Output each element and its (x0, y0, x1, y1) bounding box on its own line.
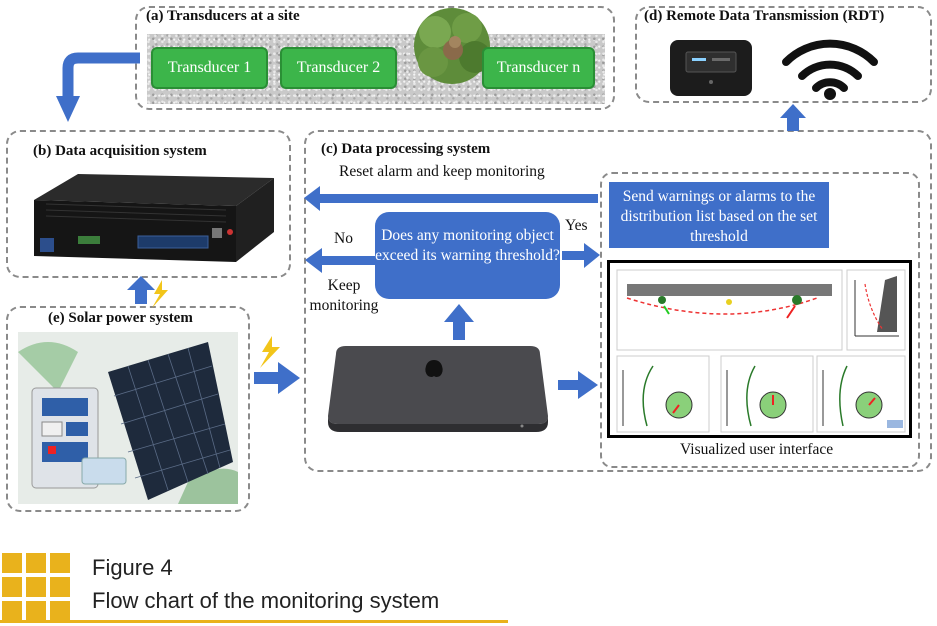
transducer-2: Transducer 2 (280, 47, 397, 89)
compass-icon (616, 355, 710, 433)
arrow-computer-to-ui (558, 371, 598, 399)
flow-arrows (56, 52, 806, 399)
caption-underline (0, 620, 508, 623)
section-b-title: (b) Data acquisition system (33, 143, 207, 159)
arrow-yes-right (562, 243, 600, 268)
threshold-question-text: Does any monitoring object exceed its wa… (375, 227, 560, 264)
visualized-ui-panel (607, 260, 912, 438)
section-e-solar (6, 306, 250, 512)
daq-device-icon (34, 174, 274, 262)
reset-alarm-label: Reset alarm and keep monitoring (339, 163, 545, 180)
section-c-title: (c) Data processing system (321, 141, 491, 157)
arrow-a-to-b (56, 52, 140, 122)
send-warnings-box: Send warnings or alarms to the distribut… (609, 182, 829, 248)
no-label: No (334, 230, 353, 247)
threshold-question: Does any monitoring object exceed its wa… (375, 212, 560, 299)
section-a-title: (a) Transducers at a site (146, 8, 300, 24)
arrow-solar-to-processing (254, 362, 300, 394)
transducer-n: Transducer n (482, 47, 595, 89)
figure-caption: Flow chart of the monitoring system (92, 588, 440, 613)
arrow-no-left (305, 248, 375, 273)
lightning-icon-2 (260, 336, 280, 368)
wifi-icon (782, 39, 878, 100)
arrow-to-rdt (780, 104, 806, 131)
arrow-reset-left (304, 186, 598, 211)
transducer-1: Transducer 1 (151, 47, 268, 89)
section-d-rdt (635, 6, 932, 103)
yes-label: Yes (565, 217, 588, 234)
section-d-title: (d) Remote Data Transmission (RDT) (644, 8, 885, 24)
section-e-title: (e) Solar power system (48, 310, 193, 326)
lightning-icon (152, 280, 168, 308)
router-icon (670, 40, 752, 96)
figure-logo-grid (2, 553, 70, 621)
keep-monitoring-label: Keep monitoring (309, 277, 379, 314)
arrow-solar-to-daq (127, 276, 155, 304)
computer-icon (328, 346, 548, 432)
send-warnings-text: Send warnings or alarms to the distribut… (620, 188, 818, 245)
section-c-processing (304, 130, 932, 472)
arrow-computer-up (444, 304, 474, 340)
alarm-ui-region (600, 172, 920, 468)
tree-icon (414, 8, 491, 84)
solar-panel-icon (18, 332, 238, 504)
figure-number: Figure 4 (92, 555, 173, 580)
section-b-daq (6, 130, 291, 278)
visualized-ui-caption: Visualized user interface (680, 441, 834, 458)
